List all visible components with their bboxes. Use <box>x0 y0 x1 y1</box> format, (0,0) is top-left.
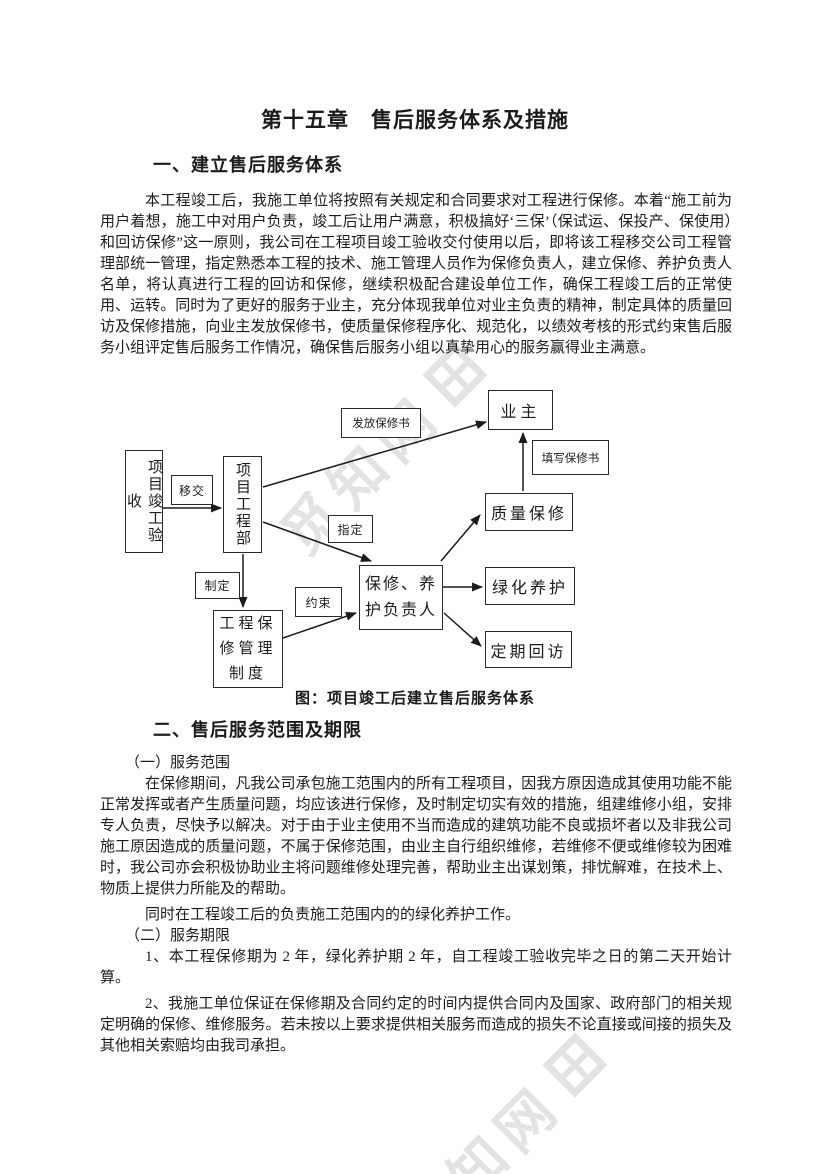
edge-label-constrain: 约束 <box>295 587 342 617</box>
node-warranty-maintenance-leader: 保修、养护负责人 <box>359 565 443 630</box>
section-2-paragraph-2: 同时在工程竣工后的负责施工范围内的的绿化养护工作。 <box>145 907 521 923</box>
arrow-constrain <box>282 611 357 639</box>
node-project-engineering-dept: 项目工程部 <box>223 456 262 553</box>
section-2-paragraph-1: 在保修期间，凡我公司承包施工范围内的所有工程项目，因我方原因造成其使用功能不能正… <box>100 776 732 897</box>
edge-label-fill-warranty-book: 填写保修书 <box>532 440 609 475</box>
arrow-assign <box>262 521 372 562</box>
watermark-text: 觅知网 <box>390 1073 575 1174</box>
edge-label-assign: 指定 <box>328 515 373 543</box>
subsection-1-title: （一）服务范围 <box>125 755 231 771</box>
edge-label-transfer: 移交 <box>171 475 213 505</box>
node-owner: 业主 <box>488 390 553 430</box>
subsection-2-title: （二）服务期限 <box>125 928 231 944</box>
section-2-paragraph-4: 2、我施工单位保证在保修期及合同约定的时间内提供合同内及国家、政府部门的相关规定… <box>100 996 732 1054</box>
edge-label-establish: 制定 <box>195 572 240 599</box>
edge-label-issue-warranty-book: 发放保修书 <box>341 408 421 438</box>
node-project-acceptance: 项目竣工验收 <box>125 450 163 553</box>
arrow-to-revisit <box>443 612 482 647</box>
diagram-caption: 图：项目竣工后建立售后服务体系 <box>294 691 535 707</box>
flowchart-arrows <box>163 420 528 647</box>
section-1-heading: 一、建立售后服务体系 <box>153 155 343 175</box>
node-regular-revisit: 定期回访 <box>485 631 572 668</box>
page-title: 第十五章 售后服务体系及措施 <box>261 108 569 132</box>
node-quality-warranty: 质量保修 <box>485 493 573 531</box>
node-warranty-management-system: 工程保修管理制度 <box>213 610 283 688</box>
section-2-paragraph-3: 1、本工程保修期为 2 年，绿化养护期 2 年，自工程竣工验收完毕之日的第二天开… <box>100 949 732 986</box>
after-sales-flowchart: 项目竣工验收 项目工程部 业主 质量保修 保修、养护负责人 绿化养护 定期回访 … <box>0 380 830 715</box>
section-2-heading: 二、售后服务范围及期限 <box>153 720 362 740</box>
node-greening-maintenance: 绿化养护 <box>485 567 575 605</box>
section-1-paragraph: 本工程竣工后，我施工单位将按照有关规定和合同要求对工程进行保修。本着“施工前为用… <box>100 193 732 356</box>
arrow-issue-warranty <box>262 420 487 488</box>
arrow-to-quality <box>440 514 481 562</box>
